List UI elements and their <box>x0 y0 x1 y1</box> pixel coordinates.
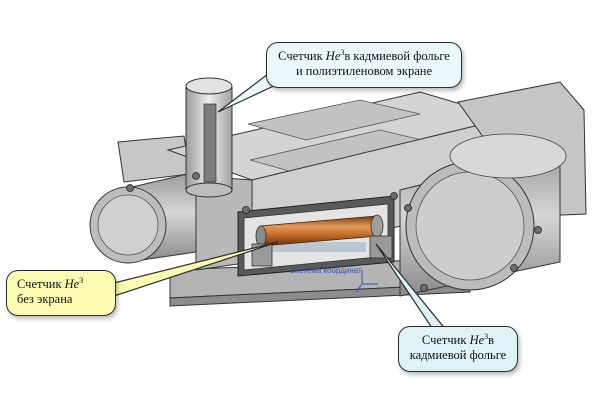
coordinate-axes-icon <box>355 270 378 293</box>
callout-cadmium-polyethylene-counter: Счетчик He3в кадмиевой фольге и полиэтил… <box>266 42 462 88</box>
he3-counter-tube <box>251 214 393 267</box>
bolt-icon <box>126 172 542 292</box>
vertical-counter <box>185 77 233 198</box>
coordinate-system-label: Система координат <box>289 266 362 275</box>
callout-line-1: Счетчик He3 <box>17 275 84 291</box>
callout-cadmium-foil-counter: Счетчик He3в кадмиевой фольге <box>398 326 518 372</box>
left-motor-cylinder <box>89 135 197 264</box>
callout-line-2: без экрана <box>17 292 73 306</box>
callout-unshielded-counter: Счетчик He3 без экрана <box>6 270 116 316</box>
callout-line-1: Счетчик He3в кадмиевой фольге <box>278 47 450 63</box>
callout-line-2: кадмиевой фольге <box>409 348 507 362</box>
callout-pointers <box>109 73 448 331</box>
right-motor-cylinder <box>399 81 587 297</box>
callout-line-2: и полиэтиленовом экране <box>295 64 433 78</box>
callout-line-1: Счетчик He3в <box>421 331 495 347</box>
